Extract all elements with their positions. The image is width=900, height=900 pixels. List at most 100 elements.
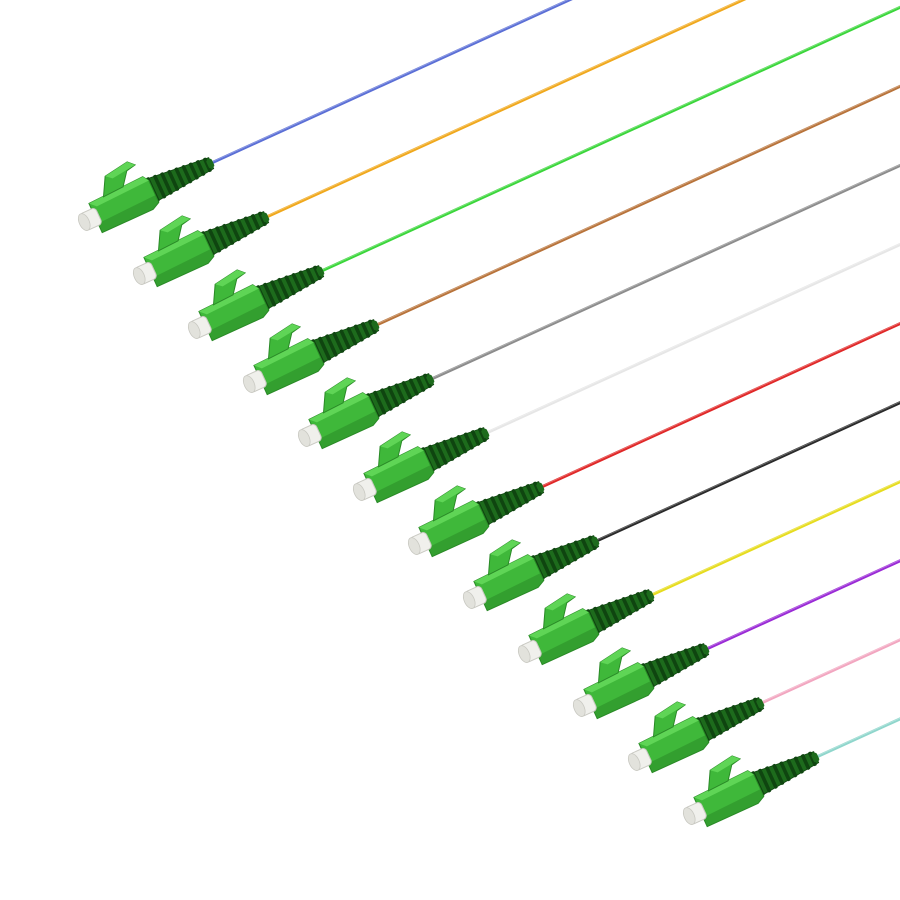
boot-tail-3 — [316, 266, 325, 277]
boot-rib — [635, 592, 646, 608]
fiber-6 — [484, 242, 900, 435]
boot-rib — [793, 756, 804, 774]
boot-rib — [738, 702, 749, 720]
boot-tail-2 — [261, 212, 270, 223]
boot-rib — [442, 439, 455, 461]
boot-rib — [518, 486, 529, 504]
fiber-group — [209, 0, 900, 759]
fiber-highlight-1 — [211, 0, 569, 163]
boot-rib — [538, 552, 552, 577]
fiber-highlight-8 — [596, 401, 900, 541]
lc-connector-7 — [407, 481, 545, 558]
fiber-2 — [264, 0, 747, 219]
latch-highlight — [325, 377, 356, 395]
boot-rib — [490, 496, 503, 519]
boot-rib — [250, 214, 261, 230]
lc-connector-9 — [517, 589, 655, 666]
boot-rib — [559, 545, 571, 566]
boot-rib — [580, 538, 591, 554]
fiber-3 — [319, 5, 900, 273]
lc-connector-3 — [187, 265, 325, 342]
connector-top-face — [473, 554, 534, 585]
boot-tail-5 — [426, 374, 435, 385]
fiber-8 — [594, 401, 900, 543]
fiber-highlight-2 — [266, 0, 742, 217]
boot-rib — [181, 165, 193, 184]
latch-highlight — [215, 269, 246, 287]
connector-top-face — [638, 716, 699, 747]
boot-rib — [325, 334, 338, 357]
boot-rib — [380, 388, 393, 411]
lc-connector-8 — [462, 535, 600, 612]
lc-connector-5 — [297, 373, 435, 450]
connector-side-shade — [373, 465, 434, 503]
lc-connector-1 — [77, 157, 215, 234]
lc-connector-10 — [572, 643, 710, 720]
fiber-highlight-3 — [321, 6, 900, 271]
boot-rib — [277, 277, 290, 299]
boot-rib — [745, 700, 756, 716]
boot-rib — [765, 766, 778, 789]
boot-rib — [456, 435, 468, 454]
boot-rib — [284, 275, 296, 296]
ferrule-tip-8 — [462, 591, 476, 609]
connector-body-10 — [583, 662, 655, 720]
boot-rib — [298, 270, 309, 288]
connector-top-face — [693, 770, 754, 801]
boot-rib — [423, 373, 432, 389]
connector-body-9 — [528, 608, 600, 666]
connector-side-shade — [208, 303, 269, 341]
connector-body-12 — [693, 770, 765, 828]
boot-rib — [669, 653, 681, 674]
connector-side-shade — [703, 789, 764, 827]
ferrule-tip-5 — [297, 429, 311, 447]
connector-top-face — [253, 338, 314, 369]
boot-rib — [373, 390, 387, 415]
connector-top-face — [198, 284, 259, 315]
connector-top-face — [143, 230, 204, 261]
boot-rib — [648, 660, 662, 685]
boot-rib — [545, 550, 558, 573]
boot-rib — [222, 223, 235, 245]
boot-rib — [655, 658, 668, 681]
boot-rib — [621, 597, 633, 616]
boot-rib — [174, 167, 186, 188]
boot-rib — [305, 268, 316, 284]
boot-rib — [415, 376, 426, 392]
lc-connector-11 — [627, 697, 765, 774]
boot-rib — [566, 543, 578, 562]
fiber-7 — [539, 321, 900, 489]
boot-rib — [339, 329, 351, 350]
connector-top-face — [528, 608, 589, 639]
boot-rib — [525, 484, 536, 500]
boot-rib — [808, 751, 817, 767]
boot-rib — [643, 589, 652, 605]
boot-rib — [188, 162, 199, 180]
boot-rib — [408, 378, 419, 396]
boot-rib — [332, 331, 345, 353]
boot-tail-12 — [811, 752, 820, 763]
latch-highlight — [600, 647, 631, 665]
boot-rib — [717, 709, 730, 731]
connector-side-shade — [538, 627, 599, 665]
latch-highlight — [655, 701, 686, 719]
boot-rib — [318, 336, 332, 361]
boot-rib — [153, 174, 167, 199]
boot-rib — [394, 383, 406, 404]
boot-rib — [676, 651, 688, 670]
connector-body-11 — [638, 716, 710, 774]
boot-rib — [772, 763, 785, 785]
lc-connector-12 — [682, 751, 820, 828]
connector-top-face — [363, 446, 424, 477]
boot-rib — [291, 273, 303, 292]
boot-rib — [236, 219, 248, 238]
latch-lever-4 — [267, 323, 302, 360]
latch-highlight — [490, 539, 521, 557]
boot-rib — [593, 606, 607, 631]
connector-top-face — [583, 662, 644, 693]
boot-rib — [449, 437, 461, 458]
boot-rib — [497, 493, 510, 515]
fiber-highlight-5 — [431, 164, 900, 379]
boot-tail-4 — [371, 320, 380, 331]
